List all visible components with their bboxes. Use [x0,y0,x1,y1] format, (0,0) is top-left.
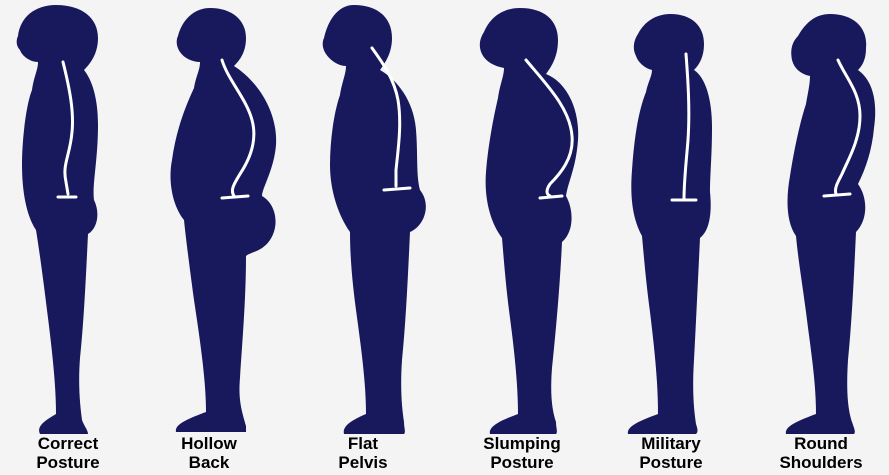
caption-military-posture: Military Posture [596,434,746,472]
caption-line-2: Shoulders [746,453,889,472]
silhouette-hollow-back [171,8,277,432]
figure-flat-pelvis [323,5,426,434]
caption-flat-pelvis: Flat Pelvis [288,434,438,472]
caption-line-2: Posture [0,453,143,472]
silhouette-slumping-posture [480,8,578,434]
caption-line-1: Flat [288,434,438,453]
figure-hollow-back [171,8,277,432]
caption-round-shoulders: Round Shoulders [746,434,889,472]
caption-line-2: Back [134,453,284,472]
caption-line-2: Pelvis [288,453,438,472]
caption-line-1: Hollow [134,434,284,453]
silhouette-military-posture [628,14,712,434]
caption-line-1: Slumping [447,434,597,453]
silhouette-round-shoulders [786,14,875,434]
caption-correct-posture: Correct Posture [0,434,143,472]
caption-line-2: Posture [447,453,597,472]
figure-round-shoulders [786,14,875,434]
caption-line-1: Military [596,434,746,453]
silhouette-flat-pelvis [323,5,426,434]
caption-slumping-posture: Slumping Posture [447,434,597,472]
caption-line-1: Correct [0,434,143,453]
caption-line-1: Round [746,434,889,453]
figure-correct-posture [17,5,98,434]
silhouette-correct-posture [17,5,98,434]
caption-line-2: Posture [596,453,746,472]
figure-military-posture [628,14,712,434]
figure-slumping-posture [480,8,578,434]
caption-hollow-back: Hollow Back [134,434,284,472]
